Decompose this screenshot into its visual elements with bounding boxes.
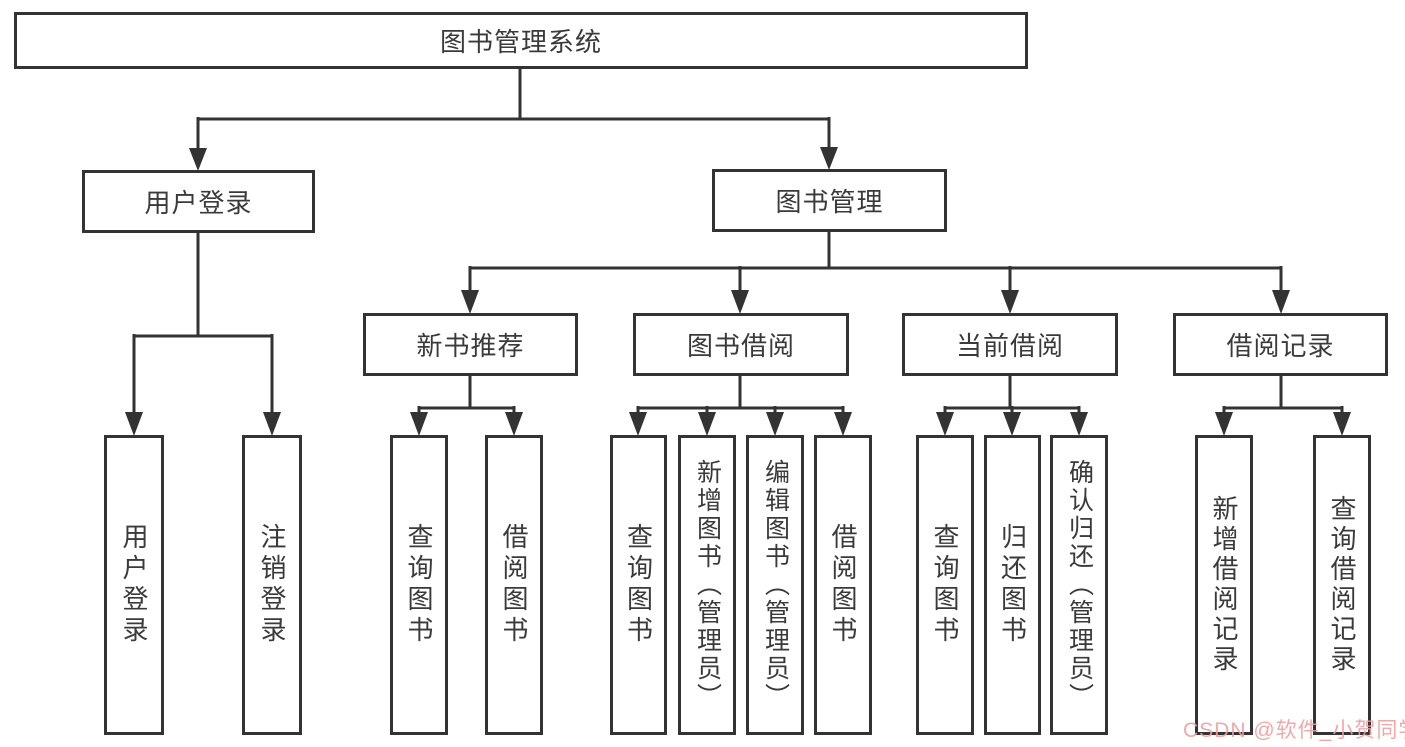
leaf-add-borrow-record: 新增借阅记录 [1195,435,1253,735]
leaf-borrow-books-recommend: 借阅图书 [485,435,543,735]
leaf-query-books-current-label: 查询图书 [930,523,960,647]
leaf-query-borrow-record: 查询借阅记录 [1313,435,1371,735]
leaf-borrow-books-recommend-label: 借阅图书 [499,523,529,647]
leaf-add-books-admin-label: 新增图书（管理员） [693,459,722,711]
node-book-borrow: 图书借阅 [633,313,849,376]
leaf-add-borrow-record-label: 新增借阅记录 [1209,495,1239,675]
node-root-library-system: 图书管理系统 [14,12,1028,69]
csdn-watermark: CSDN @软件_小贺同学 [1183,719,1405,742]
leaf-user-login-label: 用户登录 [119,523,149,647]
leaf-edit-books-admin: 编辑图书（管理员） [746,435,804,735]
leaf-borrow-books-label: 借阅图书 [828,523,858,647]
leaf-logout: 注销登录 [242,435,302,735]
node-user-login: 用户登录 [82,170,315,233]
leaf-borrow-books: 借阅图书 [814,435,872,735]
leaf-confirm-return-admin-label: 确认归还（管理员） [1065,459,1094,711]
leaf-query-books-recommend-label: 查询图书 [404,523,434,647]
node-current-borrow: 当前借阅 [902,313,1118,376]
leaf-user-login: 用户登录 [104,435,164,735]
node-borrow-records: 借阅记录 [1173,313,1388,376]
node-new-book-recommend: 新书推荐 [363,313,578,376]
leaf-return-books-label: 归还图书 [997,523,1028,647]
leaf-query-borrow-record-label: 查询借阅记录 [1327,495,1357,675]
leaf-logout-label: 注销登录 [257,523,287,647]
node-book-management: 图书管理 [712,169,947,232]
leaf-query-books-current: 查询图书 [916,435,974,735]
leaf-edit-books-admin-label: 编辑图书（管理员） [761,459,790,711]
leaf-add-books-admin: 新增图书（管理员） [678,435,736,735]
leaf-confirm-return-admin: 确认归还（管理员） [1050,435,1108,735]
leaf-query-books-recommend: 查询图书 [390,435,448,735]
leaf-query-books-borrow: 查询图书 [610,435,667,735]
leaf-return-books: 归还图书 [984,435,1041,735]
leaf-query-books-borrow-label: 查询图书 [623,523,654,647]
